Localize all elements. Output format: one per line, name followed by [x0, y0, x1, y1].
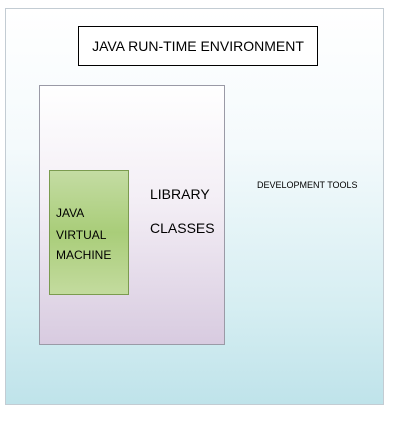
library-label-line-2: CLASSES	[150, 220, 215, 236]
library-label-line-1: LIBRARY	[150, 186, 210, 202]
jvm-label-line-3: MACHINE	[56, 248, 112, 262]
page-title: JAVA RUN-TIME ENVIRONMENT	[78, 26, 318, 66]
jvm-region	[49, 170, 129, 295]
jvm-label-line-2: VIRTUAL	[56, 228, 107, 242]
title-label: JAVA RUN-TIME ENVIRONMENT	[92, 38, 304, 54]
development-tools-label: DEVELOPMENT TOOLS	[257, 180, 358, 190]
jvm-label-line-1: JAVA	[56, 206, 85, 220]
